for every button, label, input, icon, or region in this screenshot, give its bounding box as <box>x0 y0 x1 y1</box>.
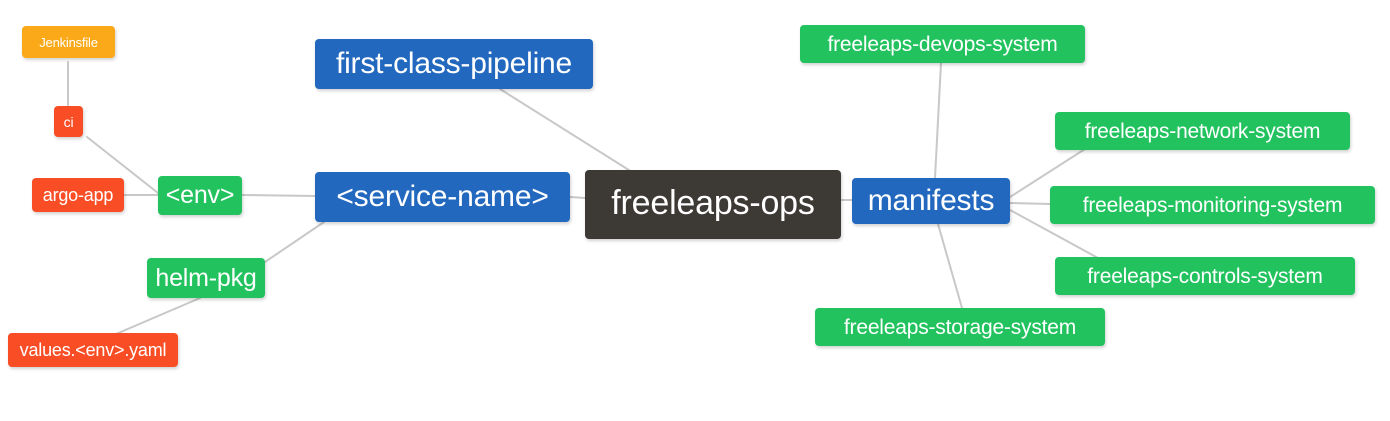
link-env-servicename <box>241 194 316 197</box>
node-manifests[interactable]: manifests <box>852 178 1010 224</box>
node-jenkinsfile[interactable]: Jenkinsfile <box>22 26 115 58</box>
node-label: values.<env>.yaml <box>19 340 167 360</box>
node-freeleaps-storage-system[interactable]: freeleaps-storage-system <box>815 308 1105 346</box>
link-manifests-storage <box>937 223 963 309</box>
node-label: first-class-pipeline <box>335 47 573 80</box>
node-label: freeleaps-devops-system <box>827 32 1058 56</box>
node-service-name[interactable]: <service-name> <box>315 172 570 222</box>
node-label: freeleaps-controls-system <box>1087 264 1323 288</box>
node-label: freeleaps-network-system <box>1084 119 1321 143</box>
node-ci[interactable]: ci <box>54 106 83 137</box>
node-label: freeleaps-storage-system <box>843 315 1077 339</box>
node-label: ci <box>63 113 74 130</box>
node-freeleaps-network-system[interactable]: freeleaps-network-system <box>1055 112 1350 150</box>
node-helm-pkg[interactable]: helm-pkg <box>147 258 265 298</box>
node-values-env-yaml[interactable]: values.<env>.yaml <box>8 333 178 367</box>
node-first-class-pipeline[interactable]: first-class-pipeline <box>315 39 593 89</box>
node-label: <env> <box>165 181 235 209</box>
node-label: <service-name> <box>336 180 549 213</box>
node-label: argo-app <box>42 185 114 205</box>
node-label: manifests <box>867 184 995 217</box>
node-freeleaps-controls-system[interactable]: freeleaps-controls-system <box>1055 257 1355 295</box>
node-freeleaps-ops[interactable]: freeleaps-ops <box>585 170 841 239</box>
node-label: Jenkinsfile <box>39 34 98 50</box>
node-label: helm-pkg <box>155 263 257 292</box>
node-freeleaps-monitoring-system[interactable]: freeleaps-monitoring-system <box>1050 186 1375 224</box>
node-label: freeleaps-ops <box>611 184 815 222</box>
link-pipeline-root <box>499 88 633 173</box>
node-argo-app[interactable]: argo-app <box>32 178 124 212</box>
link-helmpkg-servicename <box>264 221 325 263</box>
link-servicename-root <box>569 196 586 199</box>
link-values-helmpkg <box>115 297 201 335</box>
node-label: freeleaps-monitoring-system <box>1082 193 1343 217</box>
link-manifests-monitoring <box>1009 202 1051 205</box>
link-manifests-devops <box>934 62 942 179</box>
node-env[interactable]: <env> <box>158 176 242 215</box>
node-freeleaps-devops-system[interactable]: freeleaps-devops-system <box>800 25 1085 63</box>
